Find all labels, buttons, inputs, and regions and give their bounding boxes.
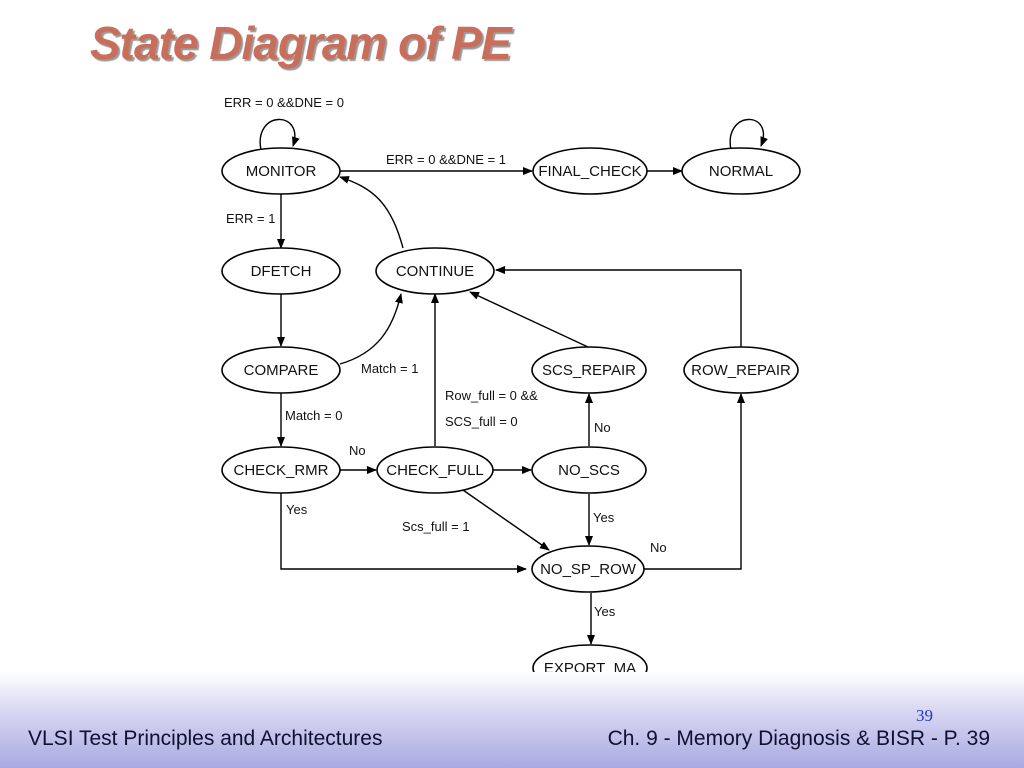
edge-label-check-full-continue-1: Row_full = 0 && [445, 388, 538, 403]
edge-normal-self [729, 118, 768, 151]
edge-label-check-rmr-check-full: No [349, 443, 366, 458]
state-label-check-rmr: CHECK_RMR [233, 462, 328, 479]
state-label-row-repair: ROW_REPAIR [691, 362, 791, 379]
state-label-no-scs: NO_SCS [558, 462, 620, 479]
edge-check-rmr-no-sp-row [280, 493, 527, 573]
state-normal [681, 147, 801, 195]
state-label-scs-repair: SCS_REPAIR [542, 362, 636, 379]
edge-scs-repair-continue [469, 291, 589, 348]
state-label-compare: COMPARE [244, 362, 319, 379]
state-diagram: MONITOR FINAL_CHECK NORMAL DFETCH CONTIN… [213, 88, 808, 694]
state-final-check [532, 147, 648, 195]
state-row-repair [683, 346, 799, 394]
edge-label-check-rmr-no-sp-row: Yes [286, 502, 308, 517]
edge-label-monitor-final: ERR = 0 &&DNE = 1 [386, 152, 506, 167]
page-number: 39 [916, 706, 933, 725]
state-diagram-canvas: MONITOR FINAL_CHECK NORMAL DFETCH CONTIN… [221, 95, 801, 692]
slide-title: State Diagram of PE [90, 17, 512, 69]
edge-label-monitor-dfetch: ERR = 1 [226, 211, 276, 226]
state-dfetch [221, 247, 341, 295]
footer-band [0, 672, 1024, 768]
edge-label-no-sp-row-row-repair: No [650, 540, 667, 555]
state-label-continue: CONTINUE [396, 263, 474, 280]
edge-row-repair-continue [495, 266, 742, 348]
state-check-full [376, 446, 494, 494]
edge-label-compare-continue: Match = 1 [361, 361, 418, 376]
state-label-no-sp-row: NO_SP_ROW [540, 561, 637, 578]
edge-label-check-full-continue-2: SCS_full = 0 [445, 414, 518, 429]
state-no-sp-row [531, 545, 645, 593]
state-label-final-check: FINAL_CHECK [538, 163, 641, 180]
edge-label-check-full-no-sp-row: Scs_full = 1 [402, 519, 470, 534]
edge-label-no-sp-row-export: Yes [594, 604, 616, 619]
state-check-rmr [221, 446, 341, 494]
state-no-scs [531, 446, 647, 494]
footer-course-title: VLSI Test Principles and Architectures [28, 727, 383, 750]
state-label-dfetch: DFETCH [251, 263, 312, 280]
state-label-check-full: CHECK_FULL [386, 462, 484, 479]
edge-continue-monitor [339, 176, 404, 249]
edge-label-no-scs-no-sp-row: Yes [593, 510, 615, 525]
state-scs-repair [531, 346, 647, 394]
state-label-monitor: MONITOR [246, 163, 317, 180]
edge-no-sp-row-row-repair [644, 393, 745, 570]
edge-compare-continue [339, 293, 403, 365]
state-continue [375, 247, 495, 295]
edge-label-no-scs-scs-repair: No [594, 420, 611, 435]
edge-check-full-no-sp-row [462, 489, 550, 551]
edge-label-compare-check-rmr: Match = 0 [285, 408, 342, 423]
state-monitor [221, 147, 341, 195]
footer-chapter-info: Ch. 9 - Memory Diagnosis & BISR - P. 39 [607, 727, 990, 750]
state-label-normal: NORMAL [709, 163, 773, 180]
edge-label-monitor-self: ERR = 0 &&DNE = 0 [224, 95, 344, 110]
edge-monitor-self [259, 118, 300, 151]
state-compare [221, 346, 341, 394]
